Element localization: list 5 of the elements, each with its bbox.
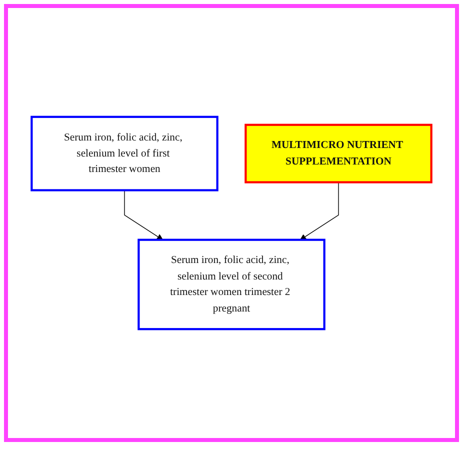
node-box: Serum iron, folic acid, zinc, selenium level of first trimester women — [30, 116, 218, 192]
arrow — [300, 182, 339, 240]
node-box: Serum iron, folic acid, zinc, selenium level of second trimester women trimester 2 pregnant — [138, 238, 326, 330]
arrow — [124, 190, 163, 240]
node-box: MULTIMICRO NUTRIENT SUPPLEMENTATION — [244, 124, 432, 184]
